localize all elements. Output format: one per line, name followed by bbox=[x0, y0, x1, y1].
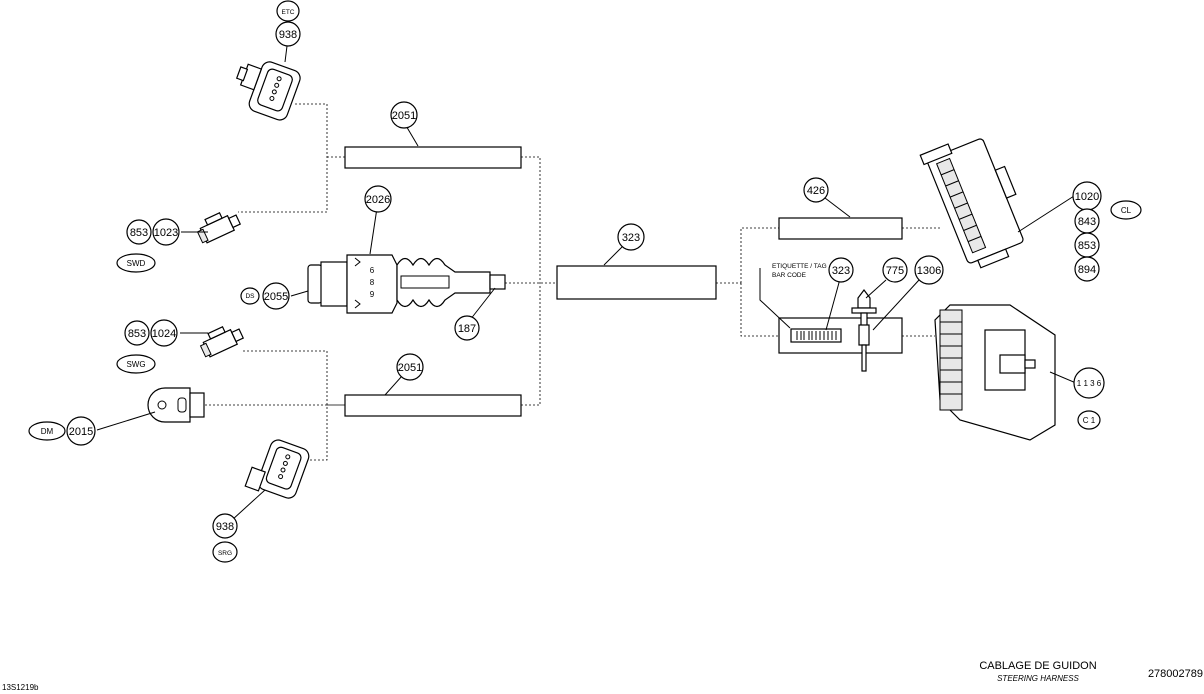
callout-426: 426 bbox=[807, 185, 825, 197]
c1-connector bbox=[934, 304, 1056, 441]
callout-2051-top-circle bbox=[390, 101, 418, 129]
cable-tie bbox=[858, 324, 870, 372]
callout-323-tag: 323 bbox=[832, 265, 850, 277]
callout-2051-bottom: 2051 bbox=[398, 362, 422, 374]
footer-title-fr: CABLAGE DE GUIDON bbox=[979, 660, 1096, 672]
callout-1306: 1306 bbox=[917, 265, 941, 277]
callout-843: 843 bbox=[1078, 216, 1096, 228]
right-top-harness-box bbox=[778, 217, 903, 240]
callout-894-circle bbox=[1074, 256, 1100, 282]
callouts: ETC 938 2051 853 1023 SWD 2026 DS 2055 1… bbox=[28, 0, 1142, 563]
swd-tag-circle bbox=[116, 253, 156, 273]
ds-tag-circle bbox=[240, 287, 260, 305]
callout-2051-top: 2051 bbox=[392, 110, 416, 122]
swg-tag: SWG bbox=[126, 360, 145, 369]
top-harness-box bbox=[344, 146, 522, 169]
srg-connector bbox=[244, 439, 310, 499]
bottom-harness-box bbox=[344, 394, 522, 417]
callout-1136: 1 1 3 6 bbox=[1077, 379, 1102, 388]
boot-mark-2: 8 bbox=[370, 278, 375, 287]
etiquette-label: ETIQUETTE / TAG bbox=[772, 263, 827, 270]
etc-connector bbox=[235, 61, 301, 121]
swg-tag-circle bbox=[116, 354, 156, 374]
callout-1023-circle bbox=[152, 218, 180, 246]
dm-part bbox=[147, 387, 205, 423]
callout-894: 894 bbox=[1078, 264, 1096, 276]
callout-323-tag-circle bbox=[828, 257, 854, 283]
callout-1023: 1023 bbox=[154, 227, 178, 239]
boot-mark-3: 9 bbox=[370, 290, 375, 299]
callout-938-srg-circle bbox=[212, 513, 238, 539]
etc-tag-circle bbox=[276, 0, 300, 22]
ds-sensor bbox=[307, 254, 506, 314]
callout-938-etc: 938 bbox=[279, 29, 297, 41]
cl-tag-circle bbox=[1110, 200, 1142, 220]
main-harness-box bbox=[556, 265, 717, 300]
callout-2015: 2015 bbox=[69, 426, 93, 438]
footer-drawing-id: 13S1219b bbox=[2, 683, 39, 692]
callout-775: 775 bbox=[886, 265, 904, 277]
swd-tag: SWD bbox=[127, 259, 146, 268]
footer-title-en: STEERING HARNESS bbox=[997, 674, 1079, 683]
callout-2051-bottom-circle bbox=[396, 353, 424, 381]
callout-2055: 2055 bbox=[264, 291, 288, 303]
swg-connector bbox=[199, 325, 245, 358]
callout-2015-circle bbox=[66, 416, 96, 446]
callout-853-a: 853 bbox=[130, 227, 148, 239]
callout-1306-circle bbox=[914, 255, 944, 285]
callout-187-circle bbox=[454, 315, 480, 341]
callout-426-circle bbox=[803, 177, 829, 203]
boot-mark-1: 6 bbox=[370, 266, 375, 275]
footer-part-number: 278002789 bbox=[1148, 668, 1203, 680]
bar-code bbox=[790, 328, 842, 343]
callout-853-b: 853 bbox=[128, 328, 146, 340]
callout-323-main-circle bbox=[617, 223, 645, 251]
callout-323-main: 323 bbox=[622, 232, 640, 244]
ds-tag: DS bbox=[245, 293, 255, 300]
callout-1136-circle bbox=[1073, 367, 1105, 399]
dashed-wiring bbox=[205, 103, 940, 461]
dm-tag: DM bbox=[41, 427, 54, 436]
callout-187: 187 bbox=[458, 323, 476, 335]
callout-938-srg: 938 bbox=[216, 521, 234, 533]
callout-775-circle bbox=[882, 257, 908, 283]
callout-2055-circle bbox=[262, 282, 290, 310]
srg-tag-circle bbox=[212, 541, 238, 563]
callout-1024: 1024 bbox=[152, 328, 176, 340]
callout-938-etc-circle bbox=[275, 21, 301, 47]
etc-tag: ETC bbox=[282, 9, 295, 16]
callout-853-b-circle bbox=[124, 320, 150, 346]
swd-connector bbox=[196, 211, 242, 244]
callout-853-c: 853 bbox=[1078, 240, 1096, 252]
srg-tag: SRG bbox=[218, 550, 232, 557]
cl-connector bbox=[919, 138, 1024, 269]
barcode-label: BAR CODE bbox=[772, 272, 807, 279]
leader-lines bbox=[96, 45, 1077, 521]
callout-2026-circle bbox=[364, 185, 392, 213]
callout-1024-circle bbox=[150, 319, 178, 347]
cl-tag: CL bbox=[1121, 206, 1132, 215]
callout-853-a-circle bbox=[126, 219, 152, 245]
dm-tag-circle bbox=[28, 421, 66, 441]
c1-tag-circle bbox=[1077, 410, 1101, 430]
callout-1020: 1020 bbox=[1075, 191, 1099, 203]
c1-tag: C 1 bbox=[1083, 416, 1096, 425]
callout-2026: 2026 bbox=[366, 194, 390, 206]
